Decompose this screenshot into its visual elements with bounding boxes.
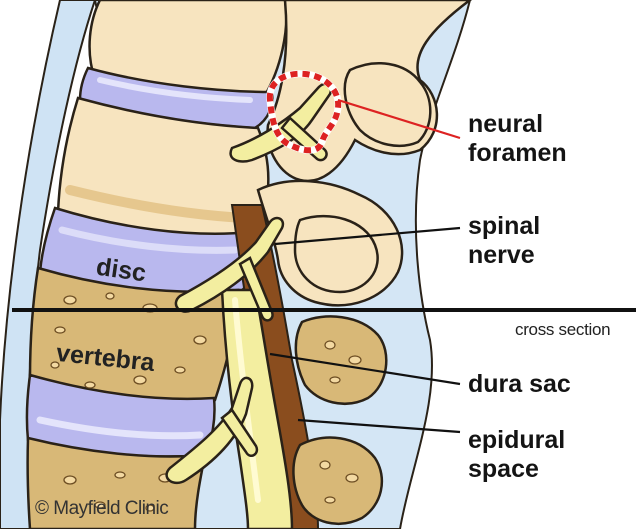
label-spinal-nerve-line1: spinal [468, 212, 540, 241]
label-neural-foramen-line2: foramen [468, 139, 567, 168]
label-dura-sac: dura sac [468, 370, 571, 399]
copyright-credit: © Mayfield Clinic [35, 498, 168, 520]
lamina-cut-lower [293, 438, 381, 524]
label-cross-section: cross section [515, 320, 610, 340]
label-spinal-nerve: spinal nerve [468, 212, 540, 270]
label-epidural-space: epidural space [468, 426, 565, 484]
label-spinal-nerve-line2: nerve [468, 241, 540, 270]
label-neural-foramen-line1: neural [468, 110, 567, 139]
label-epidural-space-line2: space [468, 455, 565, 484]
label-epidural-space-line1: epidural [468, 426, 565, 455]
label-neural-foramen: neural foramen [468, 110, 567, 168]
